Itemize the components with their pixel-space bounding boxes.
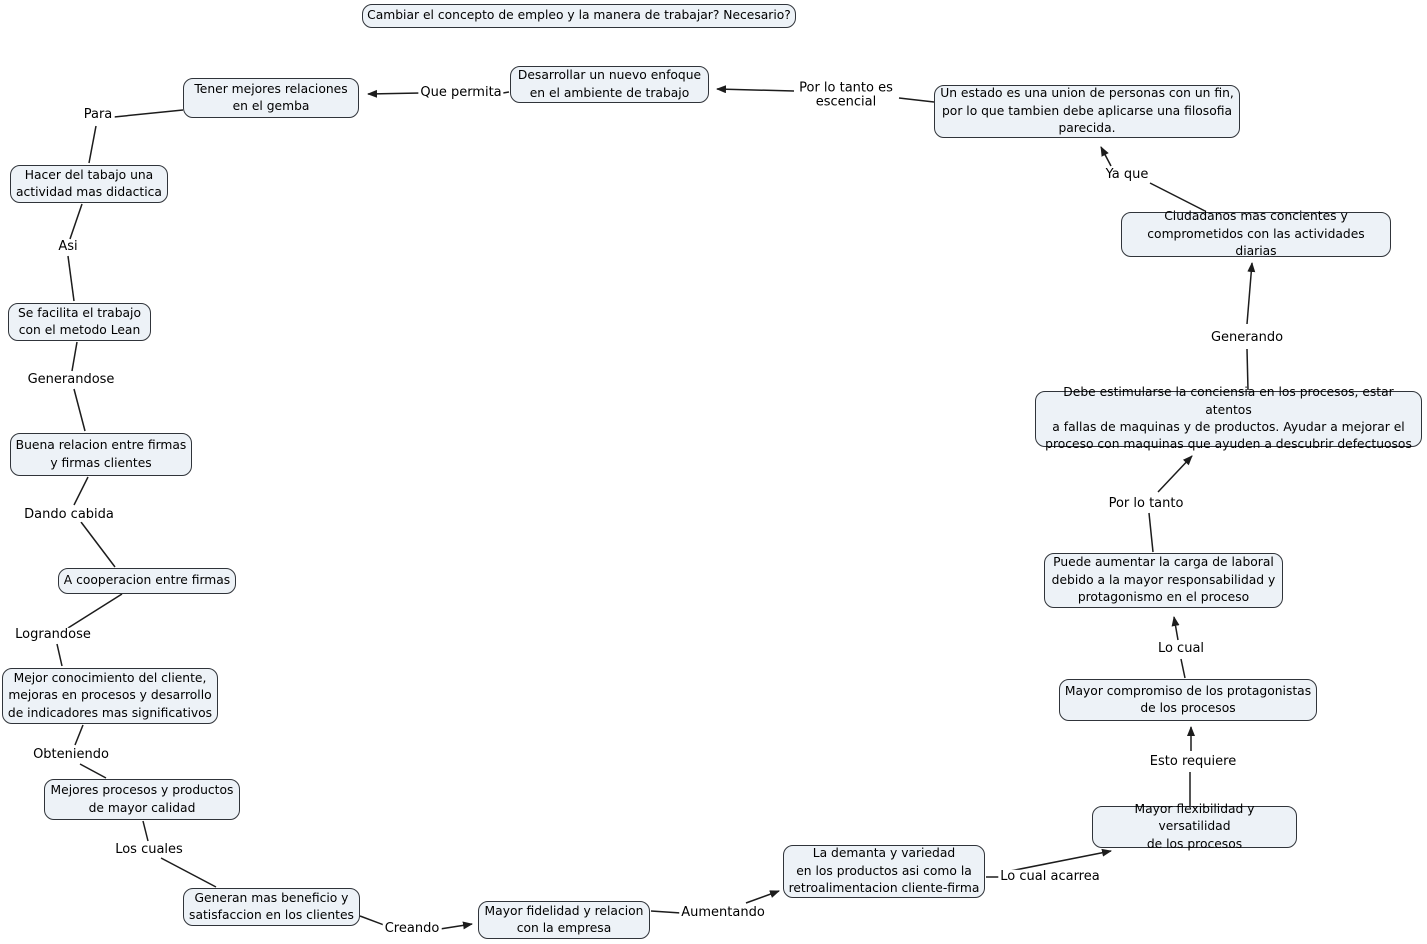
link-label-generandose[interactable]: Generandose <box>25 371 117 388</box>
link-label-por-lo-tanto-es-escencial[interactable]: Por lo tanto es escencial <box>797 80 895 111</box>
edge-desarrollar-to-tener <box>367 89 510 98</box>
edge-facilita-to-buena <box>71 341 86 432</box>
concept-node-hacer-trabajo-didactico[interactable]: Hacer del tabajo una actividad mas didac… <box>10 165 168 203</box>
concept-node-mayor-fidelidad[interactable]: Mayor fidelidad y relacion con la empres… <box>478 901 650 939</box>
edge-estimular-to-ciudadanos <box>1246 262 1256 391</box>
link-label-los-cuales[interactable]: Los cuales <box>113 841 185 858</box>
link-label-obteniendo[interactable]: Obteniendo <box>31 746 111 763</box>
concept-node-cooperacion-entre-firmas[interactable]: A cooperacion entre firmas <box>58 568 236 594</box>
edge-compromiso-to-carga <box>1171 616 1186 679</box>
link-label-para[interactable]: Para <box>81 106 115 123</box>
concept-node-pregunta-central[interactable]: Cambiar el concepto de empleo y la maner… <box>362 4 796 28</box>
concept-node-un-estado-union[interactable]: Un estado es una union de personas con u… <box>934 85 1240 138</box>
concept-node-ciudadanos-concientes[interactable]: Ciudadanos mas concientes y comprometido… <box>1121 209 1391 258</box>
link-label-aumentando[interactable]: Aumentando <box>679 904 767 921</box>
concept-node-facilita-metodo-lean[interactable]: Se facilita el trabajo con el metodo Lea… <box>8 303 151 341</box>
edge-conocimiento-to-mejores <box>74 724 107 779</box>
concept-node-mayor-flexibilidad[interactable]: Mayor flexibilidad y versatilidad de los… <box>1092 802 1297 851</box>
link-label-dando-cabida[interactable]: Dando cabida <box>22 506 116 523</box>
concept-node-demanda-variedad[interactable]: La demanta y variedad en los productos a… <box>783 845 985 898</box>
concept-node-estimular-conciencia[interactable]: Debe estimularse la conciensia en los pr… <box>1035 385 1422 451</box>
concept-node-generan-beneficio[interactable]: Generan mas beneficio y satisfaccion en … <box>183 888 360 926</box>
link-label-creando[interactable]: Creando <box>382 920 442 937</box>
edge-generan-to-fidelidad <box>359 915 473 930</box>
concept-node-mejores-procesos-productos[interactable]: Mejores procesos y productos de mayor ca… <box>44 779 240 820</box>
edge-hacer-to-facilita <box>67 203 83 302</box>
edge-cooperacion-to-conocimiento <box>56 593 123 667</box>
edge-mejores-to-generan <box>142 820 217 888</box>
edges <box>56 85 1256 930</box>
edge-ciudadanos-to-estado <box>1100 146 1206 212</box>
concept-node-mejor-conocimiento-cliente[interactable]: Mejor conocimiento del cliente, mejoras … <box>2 668 218 724</box>
edge-flexibilidad-to-compromiso <box>1187 726 1195 806</box>
concept-node-mayor-compromiso[interactable]: Mayor compromiso de los protagonistas de… <box>1059 679 1317 721</box>
edge-carga-to-estimular <box>1148 455 1193 553</box>
link-label-generando[interactable]: Generando <box>1208 329 1286 346</box>
link-label-ya-que[interactable]: Ya que <box>1103 166 1151 183</box>
edge-tener-to-hacer <box>88 109 184 164</box>
edge-estado-to-desarrollar <box>716 85 935 103</box>
edge-buena-to-cooperacion <box>73 476 116 568</box>
link-label-asi[interactable]: Asi <box>56 238 80 255</box>
concept-node-buena-relacion-firmas[interactable]: Buena relacion entre firmas y firmas cli… <box>10 433 192 476</box>
link-label-lo-cual-acarrea[interactable]: Lo cual acarrea <box>998 868 1102 885</box>
link-label-lo-cual[interactable]: Lo cual <box>1155 640 1207 657</box>
link-label-que-permita[interactable]: Que permita <box>418 84 504 101</box>
concept-node-desarrollar-nuevo-enfoque[interactable]: Desarrollar un nuevo enfoque en el ambie… <box>510 66 709 103</box>
link-label-esto-requiere[interactable]: Esto requiere <box>1147 753 1239 770</box>
link-label-lograndose[interactable]: Lograndose <box>13 626 93 643</box>
concept-node-tener-mejores-relaciones[interactable]: Tener mejores relaciones en el gemba <box>183 78 359 118</box>
link-label-por-lo-tanto[interactable]: Por lo tanto <box>1106 495 1186 512</box>
edge-fidelidad-to-demanda <box>650 890 780 914</box>
concept-node-aumenta-carga-laboral[interactable]: Puede aumentar la carga de laboral debid… <box>1044 553 1283 608</box>
